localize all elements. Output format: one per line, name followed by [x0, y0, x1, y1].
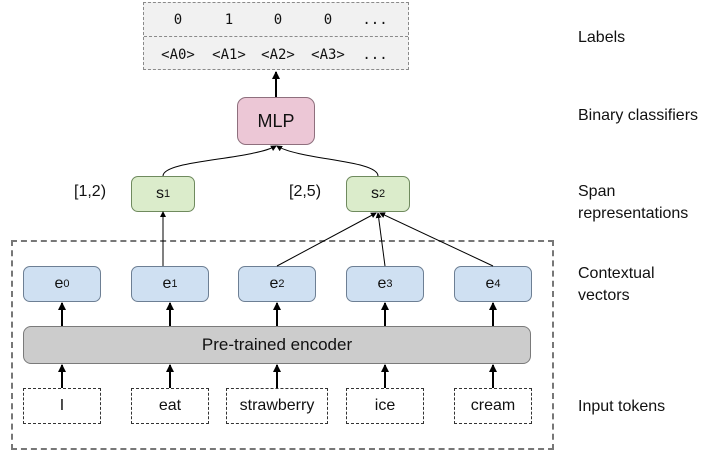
- side-label-span-line1: Span: [578, 183, 616, 200]
- arrow-vector-to-span: [276, 212, 377, 267]
- vector-subscript: 2: [278, 278, 285, 290]
- label-anchor: <A1>: [212, 47, 246, 63]
- pretrained-encoder: Pre-trained encoder: [23, 326, 531, 364]
- span-range-1: [1,2): [74, 183, 107, 200]
- vector-base: e: [54, 275, 64, 292]
- vector-subscript: 0: [63, 278, 70, 290]
- side-label-contextual-line1: Contextual: [578, 265, 655, 282]
- arrow-vector-to-span: [379, 212, 494, 267]
- label-anchor: ...: [362, 47, 388, 63]
- side-label-contextual-line2: vectors: [578, 287, 630, 304]
- vector-subscript: 1: [171, 278, 178, 290]
- input-token: strawberry: [226, 388, 328, 424]
- labels-divider: [144, 36, 408, 37]
- label-value: 0: [323, 12, 333, 28]
- vector-subscript: 3: [386, 278, 393, 290]
- side-label-span-line2: representations: [578, 205, 689, 222]
- vector-subscript: 4: [494, 278, 501, 290]
- vector-base: e: [162, 275, 172, 292]
- side-label-input-tokens: Input tokens: [578, 398, 666, 415]
- labels-box: 0 1 0 0 ... <A0> <A1> <A2> <A3> ...: [143, 2, 409, 70]
- vector-base: e: [377, 275, 387, 292]
- vector-base: e: [485, 275, 495, 292]
- span-base: s: [370, 185, 379, 202]
- label-value: 1: [224, 12, 234, 28]
- label-anchor: <A2>: [261, 47, 295, 63]
- mlp-box: MLP: [237, 97, 315, 145]
- input-token: eat: [131, 388, 209, 424]
- label-value: 0: [173, 12, 183, 28]
- label-anchor: <A3>: [311, 47, 345, 63]
- span-base: s: [155, 185, 164, 202]
- vector-base: e: [269, 275, 279, 292]
- arrow-span-to-mlp: [162, 145, 277, 177]
- arrow-vector-to-span: [375, 212, 386, 267]
- mlp-label: MLP: [257, 110, 295, 131]
- label-value: 0: [273, 12, 283, 28]
- input-token: cream: [454, 388, 532, 424]
- label-anchor: <A0>: [161, 47, 195, 63]
- arrow-span-to-mlp: [276, 145, 379, 177]
- input-token: I: [23, 388, 101, 424]
- span-range-2: [2,5): [289, 183, 322, 200]
- side-label-labels: Labels: [578, 29, 626, 46]
- side-label-binary-classifiers: Binary classifiers: [578, 107, 699, 124]
- input-token: ice: [346, 388, 424, 424]
- label-value: ...: [362, 12, 388, 28]
- span-subscript: 1: [163, 188, 171, 200]
- encoder-label: Pre-trained encoder: [201, 335, 353, 354]
- encoder-region: [11, 240, 554, 450]
- span-subscript: 2: [378, 188, 386, 200]
